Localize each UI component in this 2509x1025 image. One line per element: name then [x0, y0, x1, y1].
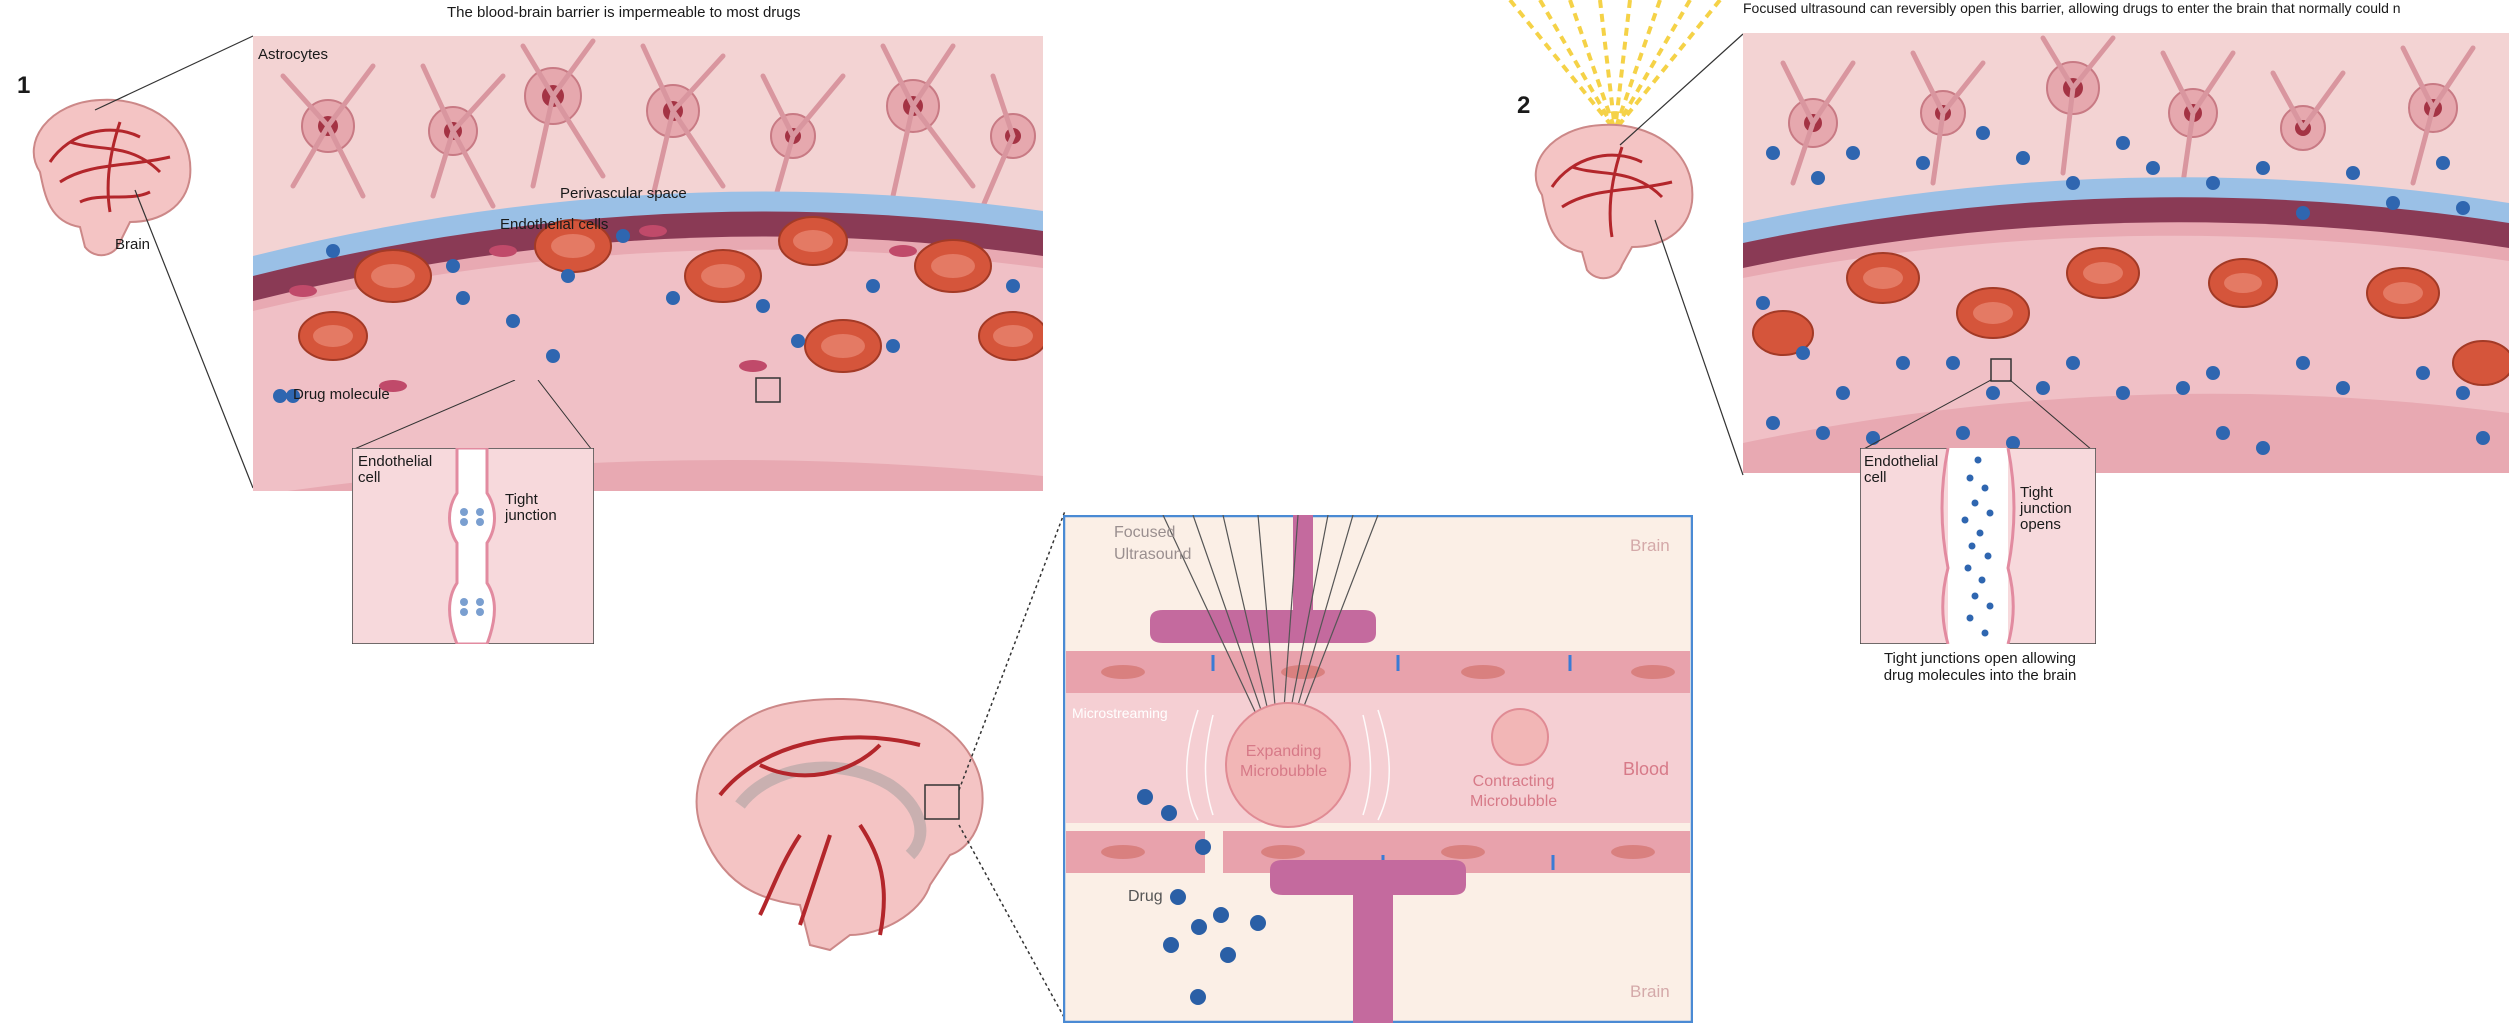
microbubble-mechanism-diagram	[1063, 515, 1693, 1023]
panel3-zoom-lines	[955, 505, 1067, 1025]
endothelial-cell-label: Endothelial cell	[358, 454, 432, 486]
blood-label: Blood	[1623, 759, 1669, 780]
zoom-lines-panel2	[1600, 20, 1750, 500]
panel2-title: Focused ultrasound can reversibly open t…	[1743, 0, 2401, 16]
tight-junction-label: Tight junction	[505, 492, 557, 524]
expanding-microbubble-label: Expanding Microbubble	[1240, 742, 1327, 782]
astrocytes-label: Astrocytes	[258, 46, 328, 63]
drug-label: Drug	[1128, 888, 1163, 906]
endothelial-cells-label: Endothelial cells	[500, 216, 608, 233]
brain-top-label: Brain	[1630, 536, 1670, 556]
contracting-microbubble-label: Contracting Microbubble	[1470, 772, 1557, 812]
tight-junction-opens-label: Tight junction opens	[2020, 485, 2072, 533]
endothelial-cell-label-panel2: Endothelial cell	[1864, 454, 1938, 486]
brain-bottom-label: Brain	[1630, 982, 1670, 1002]
drug-molecule-legend-dot	[273, 389, 287, 403]
microstreaming-label: Microstreaming	[1072, 705, 1168, 721]
panel2-caption: Tight junctions open allowing drug molec…	[1840, 650, 2120, 684]
zoom-lines	[0, 0, 260, 500]
inset-zoom-lines-panel2	[1860, 370, 2120, 460]
perivascular-label: Perivascular space	[560, 185, 687, 202]
panel1-title: The blood-brain barrier is impermeable t…	[447, 4, 801, 21]
bbb-open-vessel-illustration	[1743, 33, 2509, 473]
focused-ultrasound-label: Focused Ultrasound	[1114, 522, 1191, 566]
